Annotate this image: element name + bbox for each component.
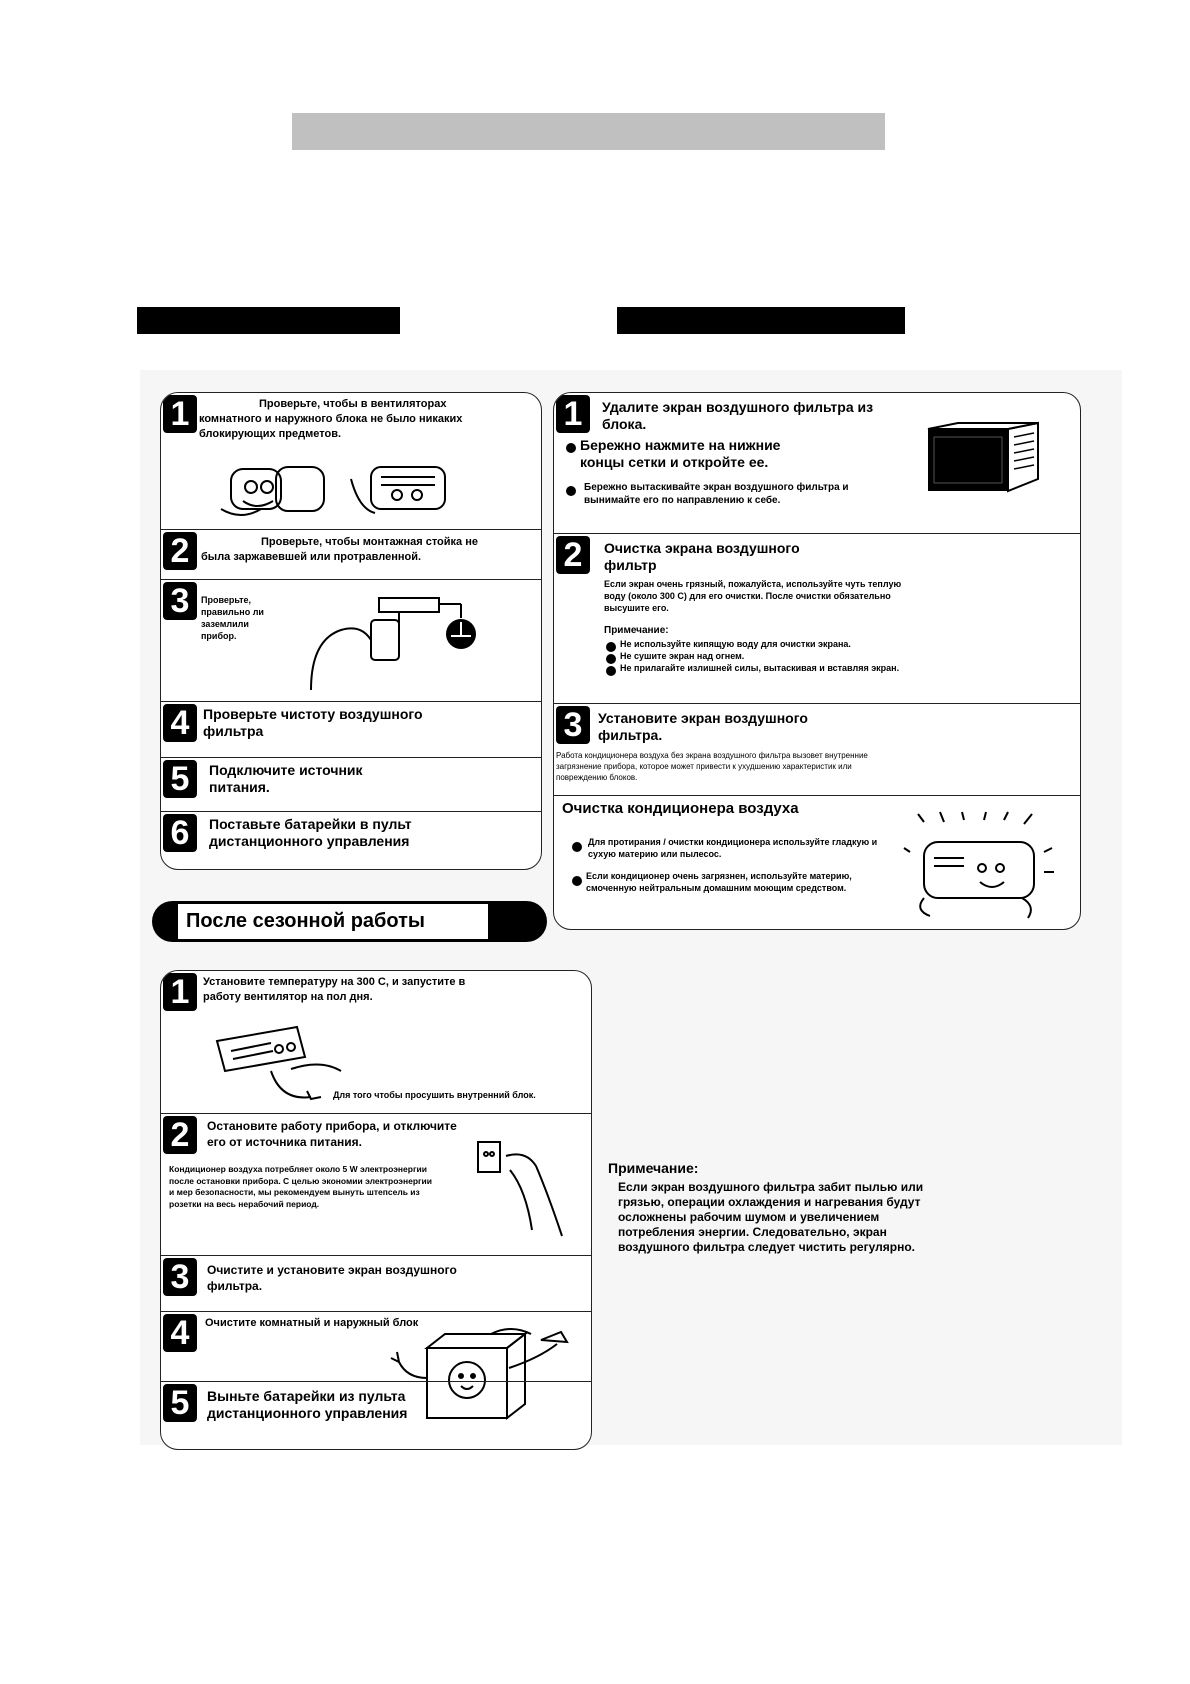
section-header-left	[137, 307, 400, 334]
step-number: 1	[556, 395, 590, 433]
bullet-text: Бережно вытаскивайте экран воздушного фи…	[584, 482, 849, 506]
step-6: 6 Поставьте батарейки в пульт дистанцион…	[161, 811, 541, 869]
step-text: Проверьте, правильно ли заземлили прибор…	[201, 595, 264, 641]
after-season-card: 1 Установите температуру на 300 С, и зап…	[160, 970, 592, 1450]
note-item: Не сушите экран над огнем.	[620, 651, 745, 661]
step-5: 5 Подключите источник питания.	[161, 757, 541, 812]
step-2: 2 Проверьте, чтобы монтажная стойка не б…	[161, 529, 541, 580]
step-3: 3 Проверьте, правильно ли заземлили приб…	[161, 579, 541, 702]
note-title: Примечание:	[608, 1160, 699, 1176]
bullet	[572, 876, 582, 886]
step-4: 4 Проверьте чистоту воздушного фильтра	[161, 701, 541, 758]
step-text: Если экран очень грязный, пожалуйста, ис…	[604, 579, 902, 613]
step-number: 5	[163, 1384, 197, 1422]
bullet	[606, 666, 616, 676]
step-number: 1	[163, 973, 197, 1011]
window-unit-illustration	[927, 421, 1039, 493]
step-number: 4	[163, 704, 197, 742]
step-text: Проверьте, чтобы монтажная стойка не был…	[201, 536, 478, 563]
unplug-illustration	[477, 1141, 563, 1237]
drying-unit-illustration	[215, 1025, 342, 1101]
bullet-text: Для протирания / очистки кондиционера ис…	[588, 837, 878, 859]
section-title: Очистка кондиционера воздуха	[562, 800, 799, 817]
smiling-ac-illustration	[903, 811, 1054, 919]
cleaning-unit-illustration	[390, 1328, 569, 1421]
step-caption: Для того чтобы просушить внутренний блок…	[333, 1090, 536, 1100]
step-text: Выньте батарейки из пульта дистанционног…	[207, 1388, 408, 1421]
step-number: 3	[163, 582, 197, 620]
bullet	[566, 486, 576, 496]
maintenance-card: 1 Удалите экран воздушного фильтра из бл…	[553, 392, 1081, 930]
bullet-text: Если кондиционер очень загрязнен, исполь…	[586, 871, 852, 893]
step-1: 1 Удалите экран воздушного фильтра из бл…	[554, 393, 1080, 533]
step-5: 5 Выньте батарейки из пульта дистанционн…	[161, 1381, 591, 1449]
cleaning-section: Очистка кондиционера воздуха Для протира…	[554, 795, 1080, 929]
section-header-right	[617, 307, 905, 334]
note-item: Не используйте кипящую воду для очистки …	[620, 639, 851, 649]
step-number: 3	[556, 706, 590, 744]
step-number: 3	[163, 1258, 197, 1296]
step-number: 4	[163, 1314, 197, 1352]
bullet-text: Бережно нажмите на нижние концы сетки и …	[580, 437, 781, 470]
step-3: 3 Очистите и установите экран воздушного…	[161, 1255, 591, 1312]
step-1: 1 Установите температуру на 300 С, и зап…	[161, 971, 591, 1113]
step-4: 4 Очистите комнатный и наружный блок	[161, 1311, 591, 1428]
step-1: 1 Проверьте, чтобы в вентиляторах комнат…	[161, 393, 541, 529]
step-number: 1	[163, 395, 197, 433]
step-text: Установите температуру на 300 С, и запус…	[203, 976, 466, 1003]
step-2: 2 Остановите работу прибора, и отключите…	[161, 1113, 591, 1256]
page-title-bar	[292, 113, 885, 150]
step-number: 6	[163, 814, 197, 852]
fan-units-illustration	[220, 466, 446, 516]
step-title: Очистка экрана воздушного фильтр	[604, 540, 800, 573]
step-number: 5	[163, 760, 197, 798]
step-text: Проверьте, чтобы в вентиляторах комнатно…	[199, 398, 463, 440]
step-text: Очистите и установите экран воздушного ф…	[207, 1263, 457, 1293]
step-title: Остановите работу прибора, и отключите е…	[207, 1119, 457, 1149]
grounding-plug-illustration	[310, 597, 476, 691]
after-season-header: После сезонной работы	[152, 901, 547, 942]
step-number: 2	[556, 536, 590, 574]
step-number: 2	[163, 532, 197, 570]
step-text: Работа кондиционера воздуха без экрана в…	[556, 751, 868, 782]
step-number: 2	[163, 1116, 197, 1154]
step-title: Установите экран воздушного фильтра.	[598, 710, 808, 743]
step-3: 3 Установите экран воздушного фильтра. Р…	[554, 703, 1080, 796]
bullet	[606, 654, 616, 664]
step-text: Кондиционер воздуха потребляет около 5 W…	[169, 1164, 433, 1209]
step-title: Удалите экран воздушного фильтра из блок…	[602, 399, 874, 432]
before-use-card: 1 Проверьте, чтобы в вентиляторах комнат…	[160, 392, 542, 870]
bullet	[572, 842, 582, 852]
step-text: Проверьте чистоту воздушного фильтра	[203, 706, 423, 739]
after-season-title: После сезонной работы	[178, 904, 488, 939]
note-item: Не прилагайте излишней силы, вытаскивая …	[620, 663, 900, 673]
step-text: Подключите источник питания.	[209, 762, 363, 795]
step-text: Очистите комнатный и наружный блок	[205, 1317, 419, 1329]
step-text: Поставьте батарейки в пульт дистанционно…	[209, 816, 412, 849]
note-label: Примечание:	[604, 625, 669, 636]
bullet	[566, 443, 576, 453]
bullet	[606, 642, 616, 652]
step-2: 2 Очистка экрана воздушного фильтр Если …	[554, 533, 1080, 704]
note-text: Если экран воздушного фильтра забит пыль…	[618, 1180, 924, 1254]
